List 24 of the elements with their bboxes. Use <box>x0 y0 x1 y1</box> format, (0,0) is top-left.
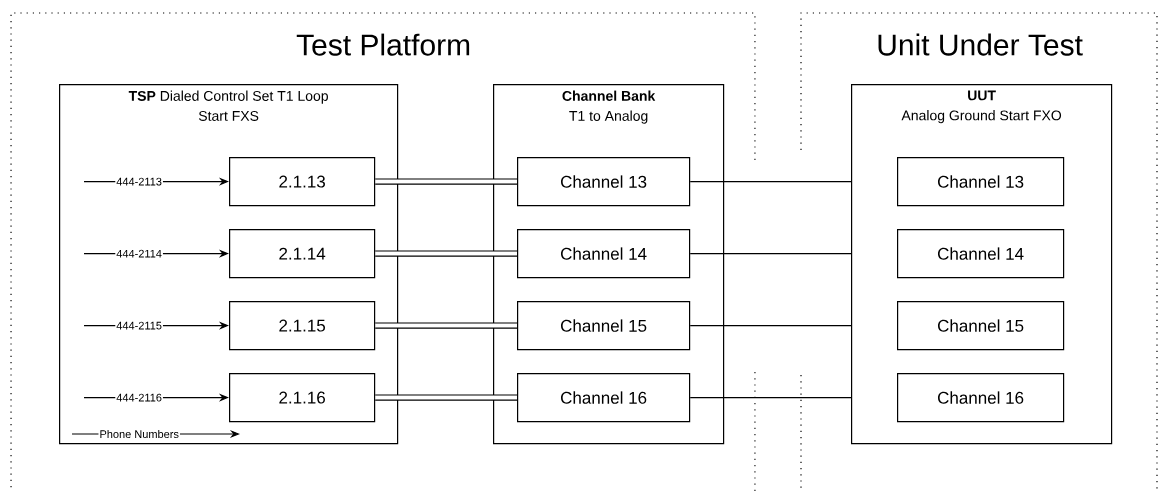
channel-box: 2.1.13 <box>229 157 376 207</box>
channel-box: Channel 15 <box>517 301 691 351</box>
edge-label: 444-2115 <box>115 320 163 331</box>
channel-box: 2.1.16 <box>229 373 376 423</box>
channel-box: 2.1.14 <box>229 229 376 279</box>
edge-label: 444-2114 <box>115 248 163 259</box>
channel-box: Channel 16 <box>517 373 691 423</box>
channel-box: Channel 13 <box>897 157 1065 207</box>
channel-box: Channel 14 <box>517 229 691 279</box>
connector <box>375 178 517 185</box>
connector <box>375 394 517 401</box>
connector <box>689 325 852 327</box>
connector <box>689 253 852 255</box>
connector <box>689 397 852 399</box>
edge-label: 444-2113 <box>115 176 163 187</box>
edge-label: 444-2116 <box>115 392 163 403</box>
connector <box>375 250 517 257</box>
channel-box: Channel 16 <box>897 373 1065 423</box>
connector <box>689 181 852 183</box>
channel-box: Channel 15 <box>897 301 1065 351</box>
channel-box: Channel 13 <box>517 157 691 207</box>
channel-box: 2.1.15 <box>229 301 376 351</box>
connector <box>375 322 517 329</box>
channel-box: Channel 14 <box>897 229 1065 279</box>
